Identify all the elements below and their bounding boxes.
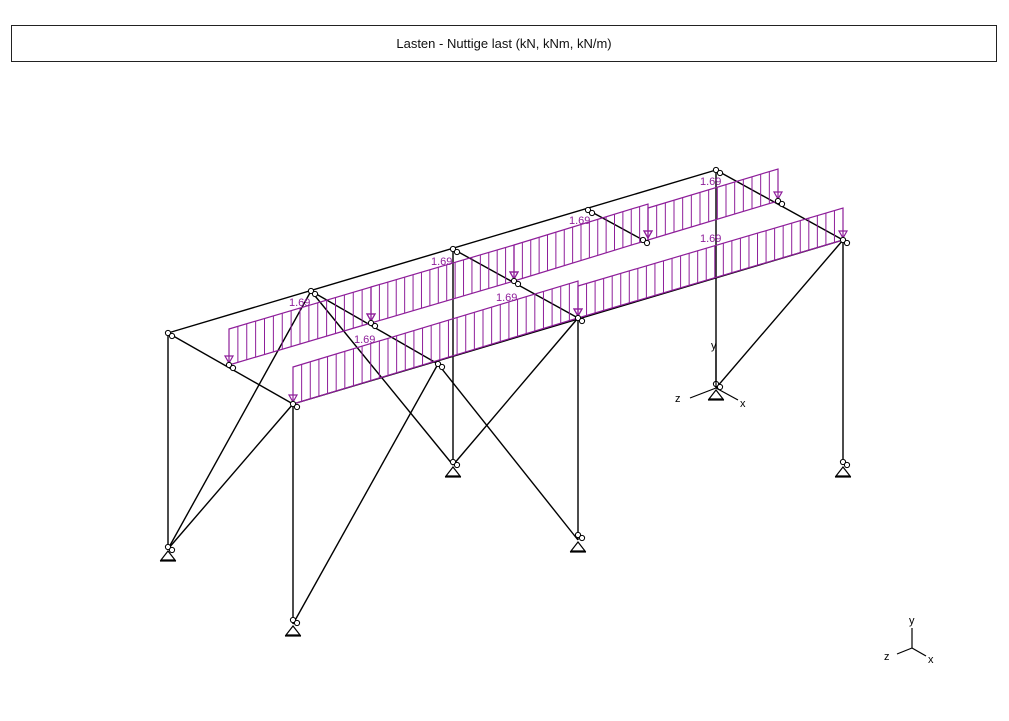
pinned-support-icon — [444, 466, 462, 477]
local-axis-x-label: x — [740, 398, 746, 410]
load-arrow-icon — [508, 271, 520, 281]
hinge-node-icon — [774, 197, 782, 205]
global-axis-z-label: z — [884, 651, 890, 663]
hinge-node-icon — [449, 245, 457, 253]
hinge-node-icon — [367, 319, 375, 327]
hinge-node-icon — [229, 364, 237, 372]
pinned-support-icon — [834, 466, 852, 477]
hinge-node-icon — [307, 287, 315, 295]
member-back-top-chord — [167, 169, 717, 334]
load-label-7: 1.69 — [700, 233, 721, 245]
hinge-node-icon — [453, 461, 461, 469]
hinge-node-icon — [434, 360, 442, 368]
local-z-axis — [689, 387, 717, 399]
hinge-node-icon — [453, 248, 461, 256]
hinge-node-icon — [843, 461, 851, 469]
diagram-title: Lasten - Nuttige last (kN, kNm, kN/m) — [11, 25, 997, 62]
member-brace-1 — [167, 290, 312, 550]
hinge-node-icon — [371, 322, 379, 330]
distributed-load-beam-5 — [642, 168, 784, 241]
hinge-node-icon — [843, 239, 851, 247]
hinge-node-icon — [588, 209, 596, 217]
hinge-node-icon — [514, 280, 522, 288]
hinge-node-icon — [574, 531, 582, 539]
load-outline — [513, 203, 649, 282]
distributed-load-beam-6 — [572, 207, 849, 319]
global-axis-x-label: x — [928, 654, 934, 666]
hinge-node-icon — [293, 403, 301, 411]
distributed-load-beam-4 — [508, 203, 654, 282]
member-brace-5 — [437, 363, 579, 541]
hinge-node-icon — [289, 616, 297, 624]
load-label-4: 1.69 — [496, 292, 517, 304]
load-label-1: 1.69 — [289, 297, 310, 309]
global-z-axis — [896, 647, 913, 655]
load-label-6: 1.69 — [700, 176, 721, 188]
hinge-node-icon — [639, 236, 647, 244]
hinge-node-icon — [578, 534, 586, 542]
local-axis-y-label: y — [711, 340, 717, 352]
hinge-node-icon — [293, 619, 301, 627]
load-arrow-icon — [365, 313, 377, 323]
hinge-node-icon — [574, 314, 582, 322]
global-axis-y-label: y — [909, 615, 915, 627]
pinned-support-icon — [284, 625, 302, 636]
hinge-node-icon — [168, 546, 176, 554]
load-arrow-icon — [223, 355, 235, 365]
hinge-node-icon — [778, 200, 786, 208]
member-brace-2 — [167, 403, 294, 550]
member-brace-4 — [292, 363, 439, 625]
supports — [159, 389, 852, 637]
hinge-node-icon — [225, 361, 233, 369]
load-arrow-icon — [572, 308, 584, 318]
load-label-2: 1.69 — [354, 334, 375, 346]
load-label-5: 1.69 — [569, 215, 590, 227]
hinge-node-icon — [584, 206, 592, 214]
hinge-node-icon — [510, 277, 518, 285]
load-label-3: 1.69 — [431, 256, 452, 268]
global-x-axis — [911, 647, 927, 657]
hinge-node-icon — [712, 166, 720, 174]
distributed-load-beam-2 — [287, 280, 584, 405]
pinned-support-icon — [707, 389, 725, 400]
load-arrow-icon — [837, 230, 849, 240]
frame-members — [167, 169, 844, 625]
member-cross-beam-4 — [587, 209, 644, 241]
global-axes — [896, 628, 927, 657]
local-x-axis — [715, 387, 739, 401]
load-arrow-icon — [287, 394, 299, 404]
hinge-node-icon — [578, 317, 586, 325]
member-brace-6 — [452, 317, 579, 466]
hinge-node-icon — [289, 400, 297, 408]
hinge-node-icon — [438, 363, 446, 371]
hinge-node-icon — [311, 290, 319, 298]
hinge-node-icon — [164, 329, 172, 337]
pinned-support-icon — [569, 541, 587, 552]
hinge-node-icon — [643, 239, 651, 247]
frame-nodes — [164, 166, 851, 627]
load-outline — [577, 207, 844, 319]
load-arrow-icon — [772, 191, 784, 201]
hinge-node-icon — [716, 169, 724, 177]
load-arrow-icon — [642, 230, 654, 240]
member-brace-7 — [715, 239, 844, 389]
hinge-node-icon — [839, 236, 847, 244]
hinge-node-icon — [449, 458, 457, 466]
local-axes — [689, 350, 739, 401]
pinned-support-icon — [159, 550, 177, 561]
local-axis-z-label: z — [675, 393, 681, 405]
hinge-node-icon — [839, 458, 847, 466]
hinge-node-icon — [164, 543, 172, 551]
member-brace-3 — [310, 290, 454, 466]
hinge-node-icon — [168, 332, 176, 340]
